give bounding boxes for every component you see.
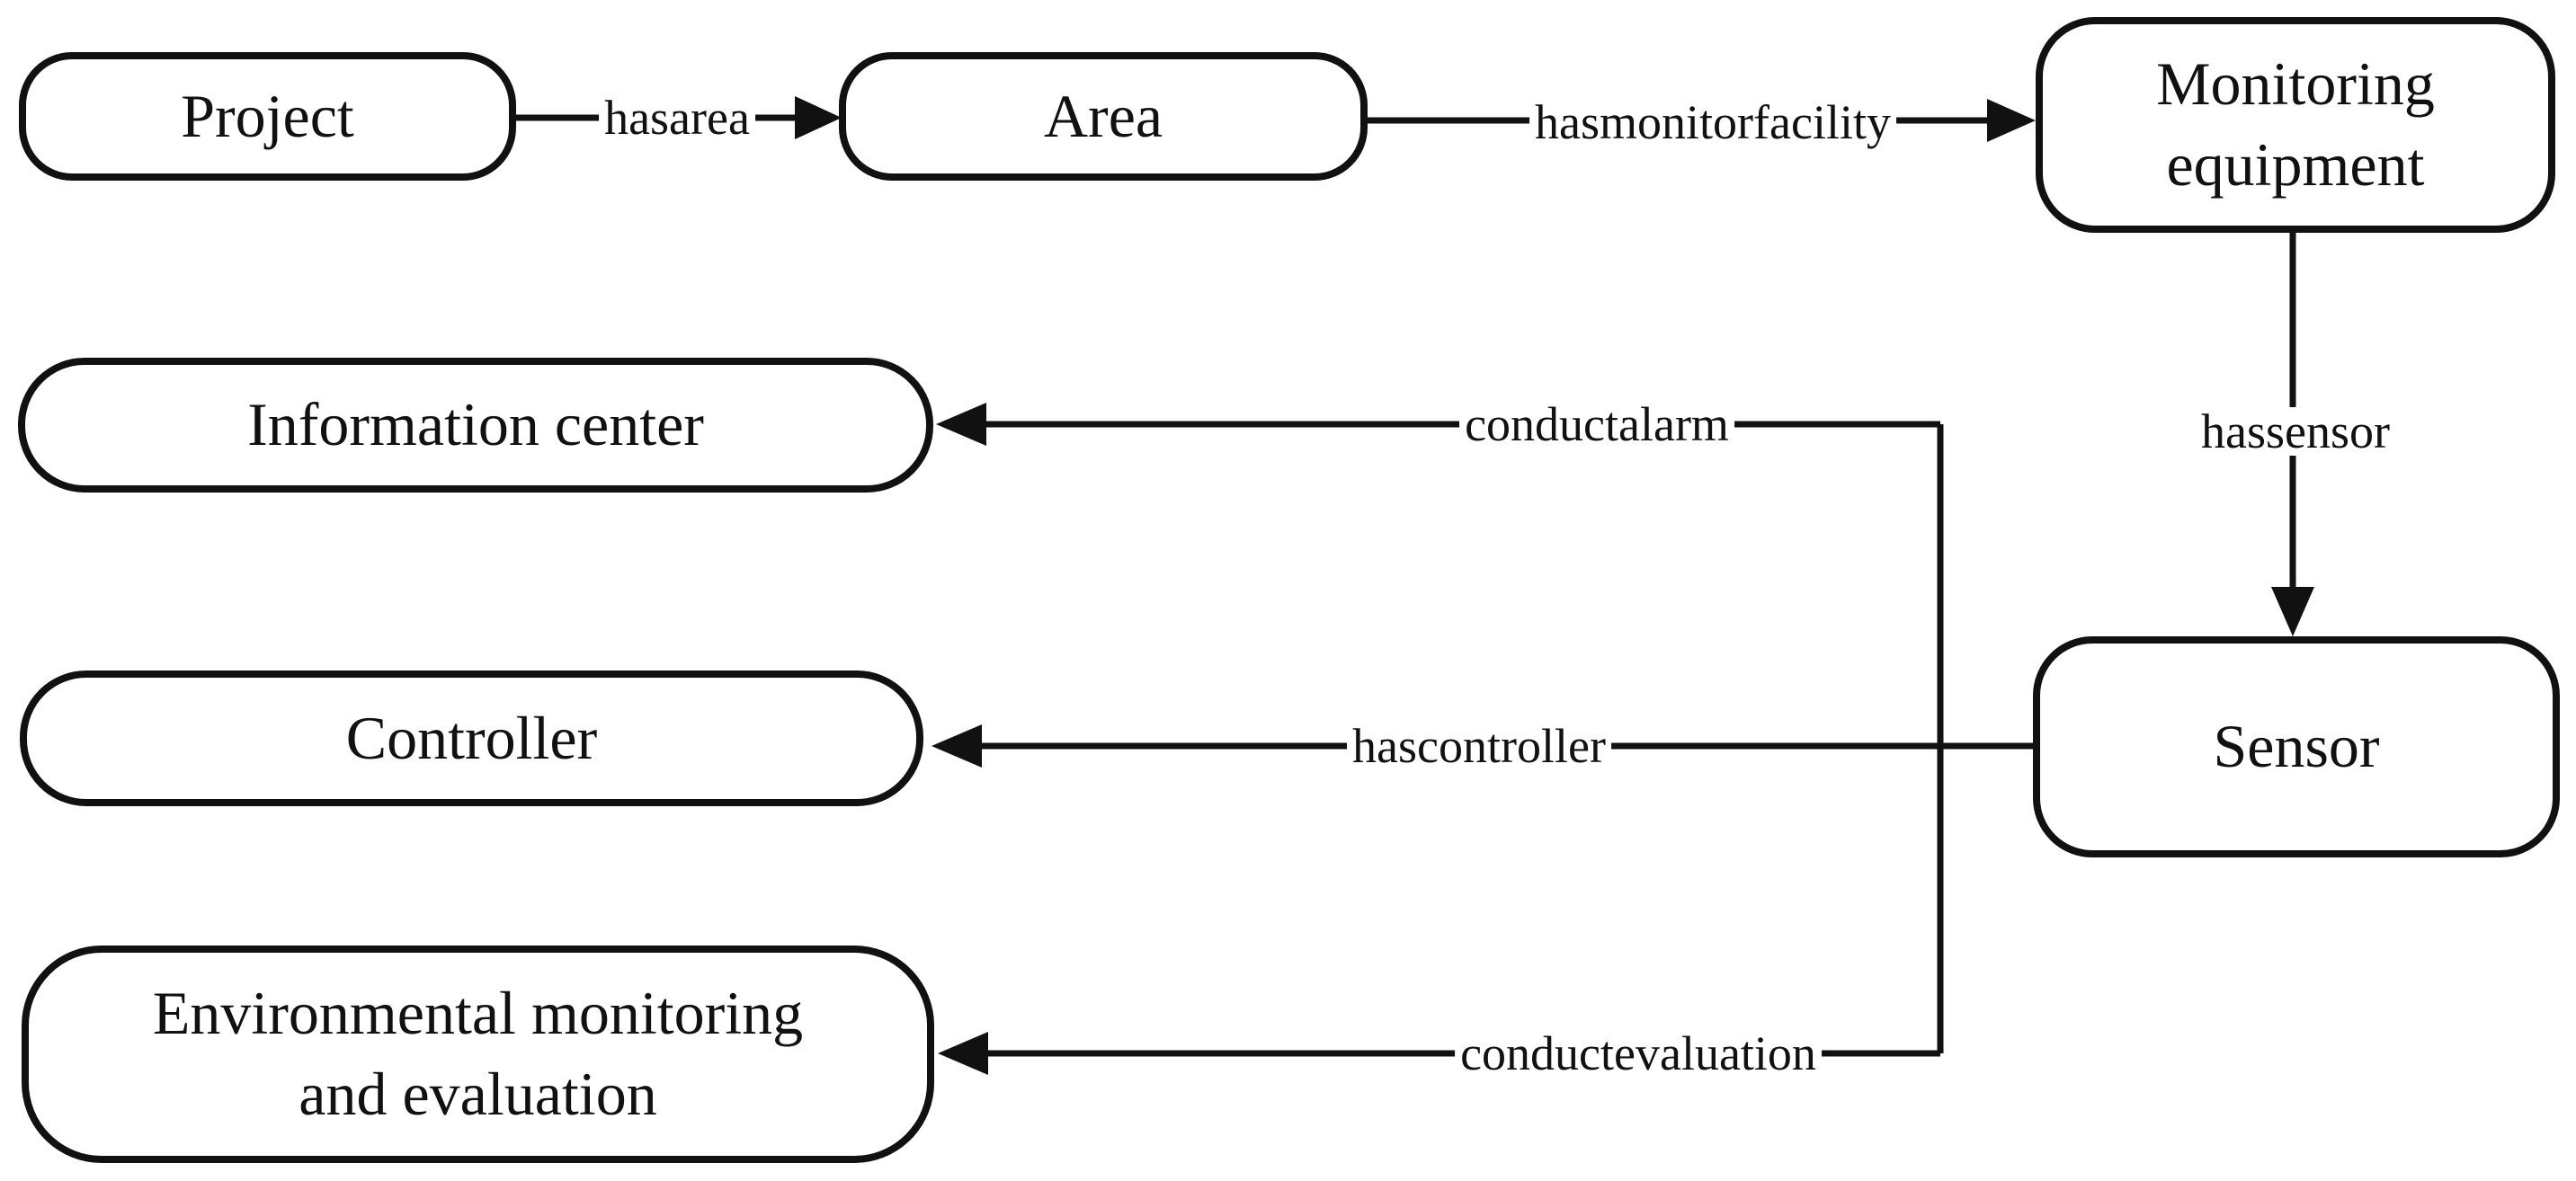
node-environmental-box: [22, 946, 934, 1163]
edge-conductalarm-arrowhead: [936, 403, 986, 446]
edge-conductevaluation-arrowhead: [938, 1032, 988, 1075]
edge-hascontroller-arrowhead: [931, 724, 982, 768]
node-sensor-box: [2033, 636, 2560, 857]
edge-hasarea-arrowhead: [795, 96, 842, 139]
node-monitoring-equipment-box: [2036, 17, 2555, 233]
node-controller-box: [20, 670, 923, 806]
edge-hassensor-arrowhead: [2271, 587, 2314, 636]
edge-hasmonitorfacility-arrowhead: [1987, 99, 2036, 142]
node-project-box: [19, 52, 516, 181]
node-information-center-box: [18, 358, 933, 493]
node-area-box: [839, 52, 1368, 181]
